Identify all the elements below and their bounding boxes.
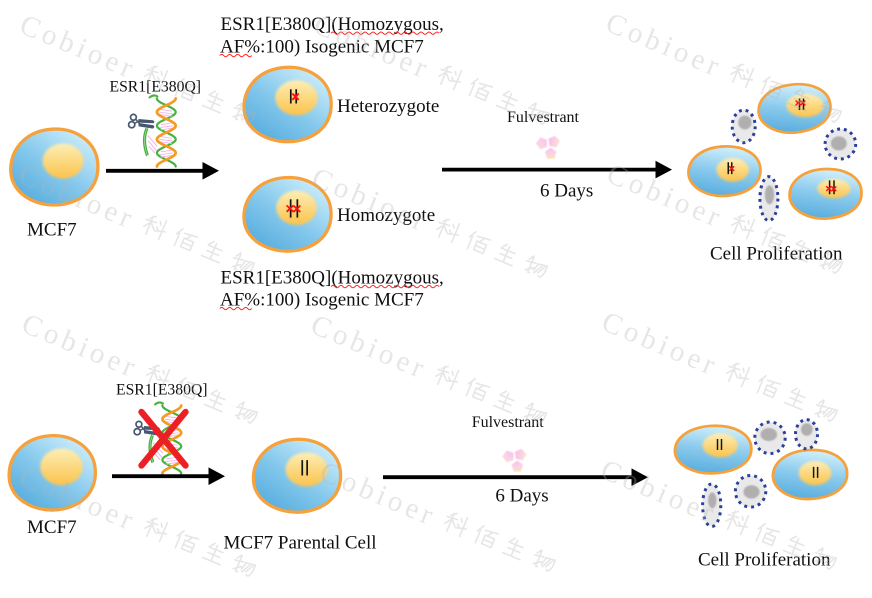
svg-text:MCF7 Parental Cell: MCF7 Parental Cell (224, 533, 377, 554)
svg-text:Cell Proliferation: Cell Proliferation (698, 550, 831, 571)
svg-text:Heterozygote: Heterozygote (337, 96, 439, 117)
svg-text:6 Days: 6 Days (540, 181, 593, 202)
svg-text:MCF7: MCF7 (27, 220, 77, 241)
svg-text:6 Days: 6 Days (495, 486, 548, 507)
svg-text:MCF7: MCF7 (27, 517, 77, 538)
svg-text:Cell Proliferation: Cell Proliferation (710, 244, 843, 265)
svg-text:ESR1[E380Q](Homozygous,: ESR1[E380Q](Homozygous, (221, 268, 444, 289)
svg-text:AF%:100) Isogenic MCF7: AF%:100) Isogenic MCF7 (220, 290, 424, 311)
